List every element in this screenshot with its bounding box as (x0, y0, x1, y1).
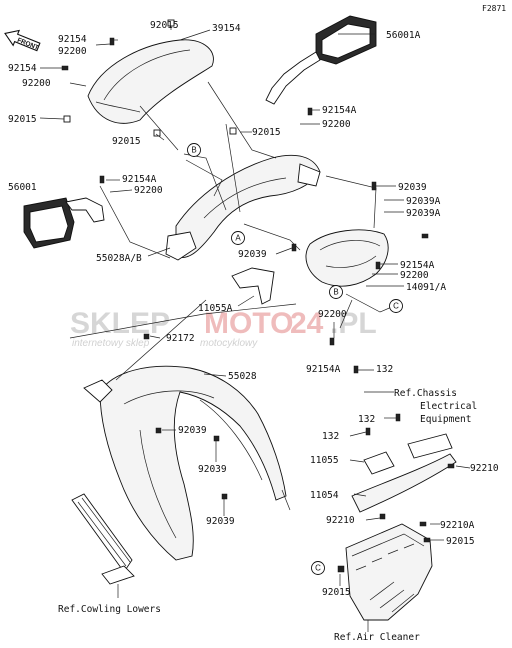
label-11054: 11054 (310, 490, 339, 501)
label-92015-mid: 92015 (252, 127, 281, 138)
bracket-11055a-part (231, 267, 275, 305)
label-92210-a: 92210 (470, 463, 499, 474)
label-92210a: 92210A (440, 520, 475, 531)
right-mirror-part (265, 15, 377, 105)
callout-b-1-label: B (191, 146, 196, 155)
callout-b-2-label: B (333, 288, 338, 297)
label-ref-air-cleaner: Ref.Air Cleaner (334, 632, 420, 643)
label-92039-cowl-2: 92039 (198, 464, 227, 475)
front-arrow-icon: FRONT (4, 29, 41, 52)
callout-a-1-label: A (235, 234, 241, 243)
watermark-sub-a: internetowy sklep (72, 338, 150, 349)
label-92039a-right-2: 92039A (406, 208, 441, 219)
windshield-part (87, 39, 214, 124)
label-92039-mid: 92039 (238, 249, 267, 260)
air-cleaner-part (345, 523, 433, 621)
label-92039-cowl-1: 92039 (178, 425, 207, 436)
label-ref-cowling-lowers: Ref.Cowling Lowers (58, 604, 161, 615)
label-92154a-mid: 92154A (122, 174, 157, 185)
label-132-b: 132 (358, 414, 375, 425)
label-92015-cleaner: 92015 (322, 587, 351, 598)
side-bracket-part (351, 433, 457, 513)
label-92200-left: 92200 (22, 78, 51, 89)
callout-b-2: B (329, 285, 343, 299)
label-92200-right-2: 92200 (400, 270, 429, 281)
leader-lines (39, 26, 471, 632)
part-labels: 92015 39154 56001A 92154 92200 92154 922… (8, 20, 499, 643)
left-mirror-part (23, 197, 105, 249)
label-39154: 39154 (212, 23, 241, 34)
label-92015-left: 92015 (8, 114, 37, 125)
label-92200-mid: 92200 (134, 185, 163, 196)
label-92200-center: 92200 (318, 309, 347, 320)
lower-cowling-part (71, 493, 135, 585)
callout-c-2: C (311, 561, 325, 575)
fastener-icons (61, 19, 455, 573)
label-132-c: 132 (322, 431, 339, 442)
label-ref-chassis-2: Electrical (420, 401, 477, 412)
label-ref-chassis-1: Ref.Chassis (394, 388, 457, 399)
figure-code: F2871 (482, 4, 506, 13)
callout-c-1: C (389, 299, 403, 313)
callout-a-1: A (231, 231, 245, 245)
label-55028: 55028 (228, 371, 257, 382)
label-92015-center-left: 92015 (112, 136, 141, 147)
label-92039-cowl-3: 92039 (206, 516, 235, 527)
label-92039a-right: 92039A (406, 196, 441, 207)
inner-cover-part (165, 154, 321, 261)
label-55028ab: 55028A/B (96, 253, 142, 264)
callout-c-2-label: C (315, 564, 321, 573)
label-92039-right: 92039 (398, 182, 427, 193)
upper-cowling-part (83, 365, 287, 561)
label-11055a: 11055A (198, 303, 233, 314)
label-92154-top-left: 92154 (58, 34, 87, 45)
label-92200-top-left: 92200 (58, 46, 87, 57)
label-14091a: 14091/A (406, 282, 446, 293)
label-92154a-right-2: 92154A (400, 260, 435, 271)
label-132-a: 132 (376, 364, 393, 375)
label-92154a-right: 92154A (322, 105, 357, 116)
label-92154-left: 92154 (8, 63, 37, 74)
watermark-sub-b: motocyklowy (200, 338, 258, 349)
watermark-brand-c: 24 (290, 307, 324, 340)
label-56001a: 56001A (386, 30, 421, 41)
label-11055: 11055 (310, 455, 339, 466)
label-92015-bottom: 92015 (446, 536, 475, 547)
label-92210-b: 92210 (326, 515, 355, 526)
meter-cover-part (305, 229, 389, 287)
label-92015-top: 92015 (150, 20, 179, 31)
label-56001: 56001 (8, 182, 37, 193)
label-92154a-center: 92154A (306, 364, 341, 375)
watermark-brand-d: .PL (330, 307, 377, 340)
label-92200-right: 92200 (322, 119, 351, 130)
callout-c-1-label: C (393, 302, 399, 311)
watermark: SKLEP MOTO 24 .PL internetowy sklep moto… (70, 307, 377, 349)
watermark-brand-a: SKLEP (70, 307, 170, 340)
label-ref-chassis-3: Equipment (420, 414, 471, 425)
callout-b-1: B (187, 143, 201, 157)
label-92172: 92172 (166, 333, 195, 344)
